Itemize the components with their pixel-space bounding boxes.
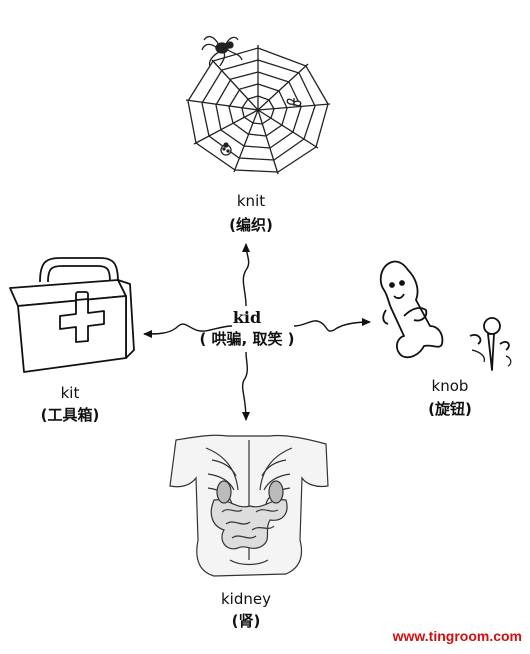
small-knob-icon: [469, 317, 512, 371]
spider-icon: [201, 35, 243, 67]
arrow-down: [241, 351, 250, 421]
arrow-left: [143, 323, 233, 338]
kidney-meaning: (肾): [231, 612, 261, 630]
knob-word: knob: [431, 377, 469, 395]
center-meaning: ( 哄骗, 取笑 ): [199, 330, 295, 348]
site-watermark: www.tingroom.com: [392, 628, 522, 644]
kidney-word: kidney: [221, 590, 271, 608]
ladybug-icon: [220, 142, 232, 156]
kidney-right-icon: [268, 480, 284, 504]
butterfly-icon: [286, 98, 302, 107]
kit-word: kit: [60, 384, 80, 402]
toolbox-icon: [9, 257, 135, 373]
knit-meaning: (编织): [229, 216, 273, 234]
knit-word: knit: [236, 192, 266, 210]
kit-meaning: (工具箱): [40, 406, 100, 424]
arrow-right: [293, 318, 371, 332]
kidney-left-icon: [216, 480, 232, 504]
torso-anatomy-icon: [169, 434, 329, 577]
spider-web-icon: [185, 35, 331, 175]
arrow-up: [242, 243, 251, 307]
center-word: kid: [232, 308, 262, 327]
knob-meaning: (旋钮): [428, 400, 472, 418]
knob-characters-icon: [379, 260, 512, 371]
